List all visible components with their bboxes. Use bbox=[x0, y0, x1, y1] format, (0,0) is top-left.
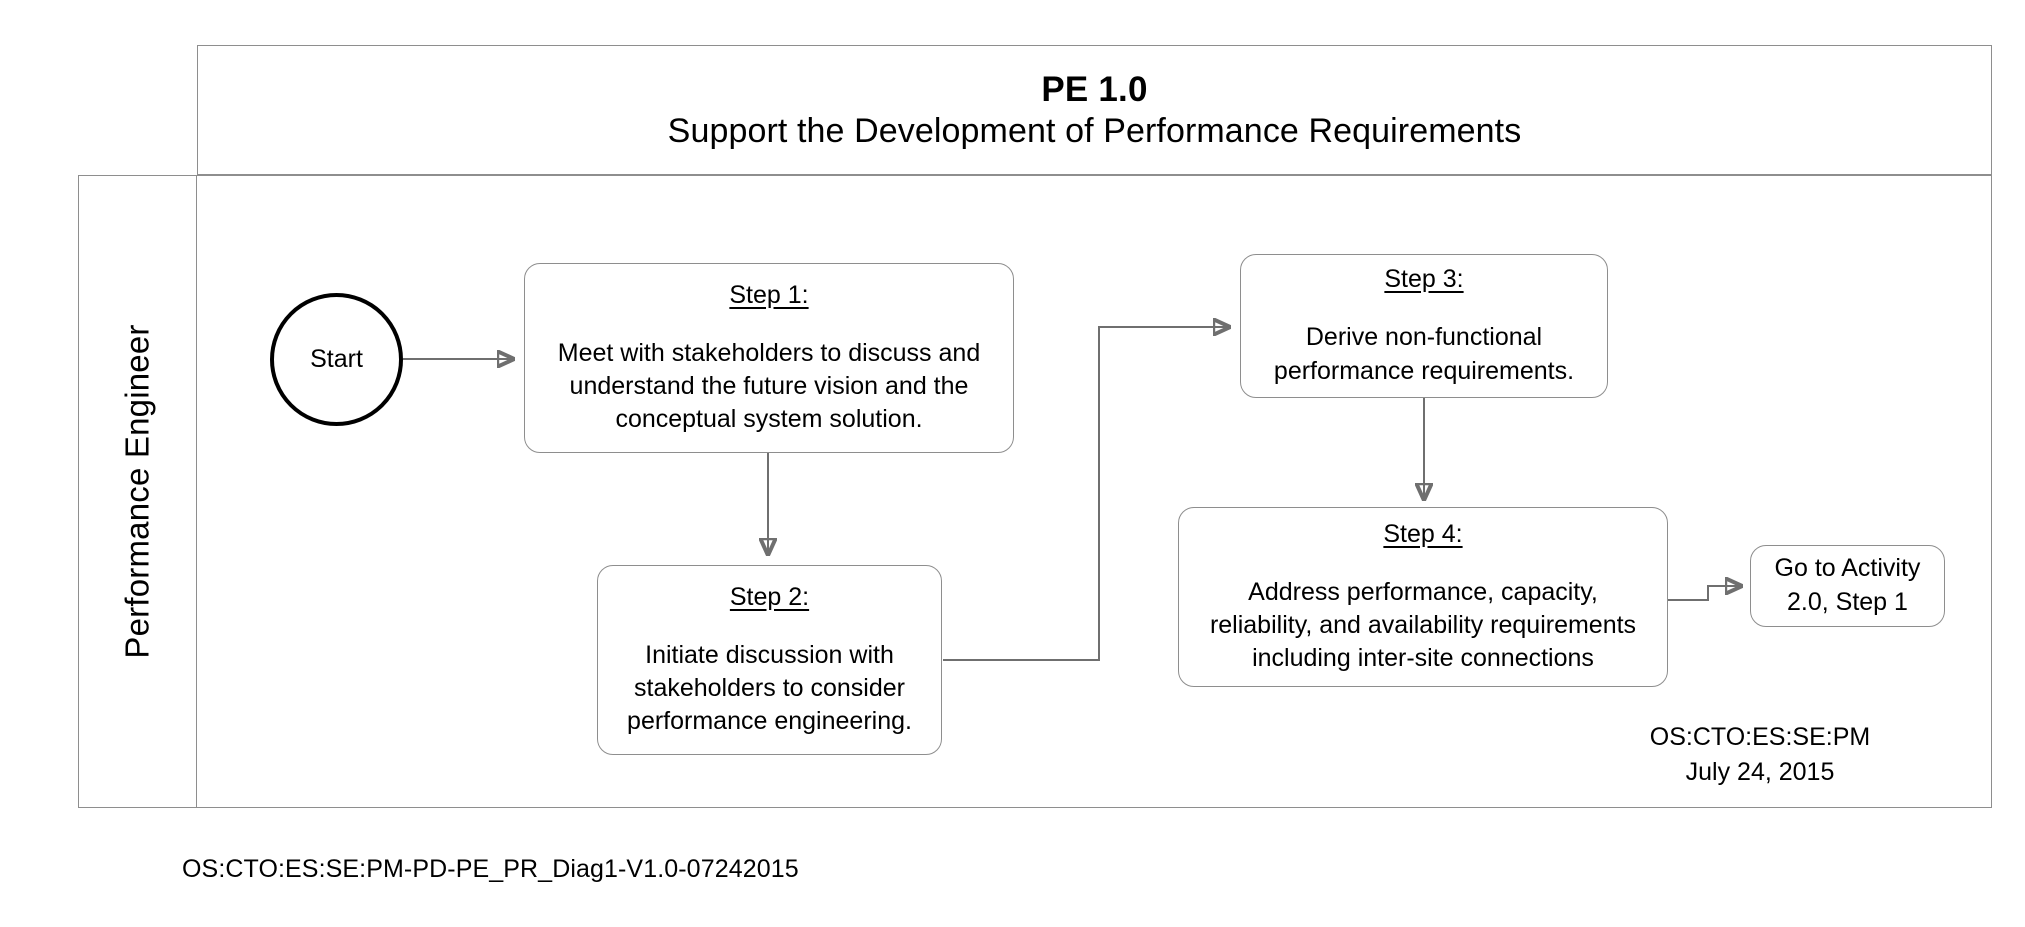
node-step2[interactable]: Step 2: Initiate discussion with stakeho… bbox=[597, 565, 942, 755]
diagram-title-inner: PE 1.0 Support the Development of Perfor… bbox=[198, 46, 1991, 174]
swimlane-header: Performance Engineer bbox=[79, 176, 197, 807]
page-title: PE 1.0 bbox=[1041, 70, 1148, 110]
node-step4-body: Address performance, capacity, reliabili… bbox=[1209, 577, 1637, 673]
node-step2-body: Initiate discussion with stakeholders to… bbox=[627, 640, 912, 736]
node-go-to-activity-label: Go to Activity 2.0, Step 1 bbox=[1774, 554, 1921, 616]
node-step1-body: Meet with stakeholders to discuss and un… bbox=[557, 338, 981, 434]
swimlane-label: Performance Engineer bbox=[119, 324, 156, 659]
swimlane-row: Performance Engineer bbox=[78, 175, 1992, 808]
node-step3-body: Derive non-functional performance requir… bbox=[1273, 323, 1575, 385]
node-go-to-activity[interactable]: Go to Activity 2.0, Step 1 bbox=[1750, 545, 1945, 627]
document-id: OS:CTO:ES:SE:PM-PD-PE_PR_Diag1-V1.0-0724… bbox=[182, 855, 799, 883]
node-start-label: Start bbox=[310, 345, 363, 373]
node-step1-heading: Step 1: bbox=[729, 280, 809, 309]
node-step2-heading: Step 2: bbox=[729, 582, 810, 611]
node-step1[interactable]: Step 1: Meet with stakeholders to discus… bbox=[524, 263, 1014, 453]
node-start[interactable]: Start bbox=[270, 293, 403, 426]
page-subtitle: Support the Development of Performance R… bbox=[667, 111, 1522, 150]
node-step4[interactable]: Step 4: Address performance, capacity, r… bbox=[1178, 507, 1668, 687]
diagram-title-band: PE 1.0 Support the Development of Perfor… bbox=[197, 45, 1992, 175]
owner-signature: OS:CTO:ES:SE:PM July 24, 2015 bbox=[1649, 723, 1871, 786]
swimlane-body bbox=[197, 176, 1991, 807]
node-step3[interactable]: Step 3: Derive non-functional performanc… bbox=[1240, 254, 1608, 398]
node-step3-heading: Step 3: bbox=[1384, 265, 1464, 294]
node-step4-heading: Step 4: bbox=[1383, 519, 1463, 548]
